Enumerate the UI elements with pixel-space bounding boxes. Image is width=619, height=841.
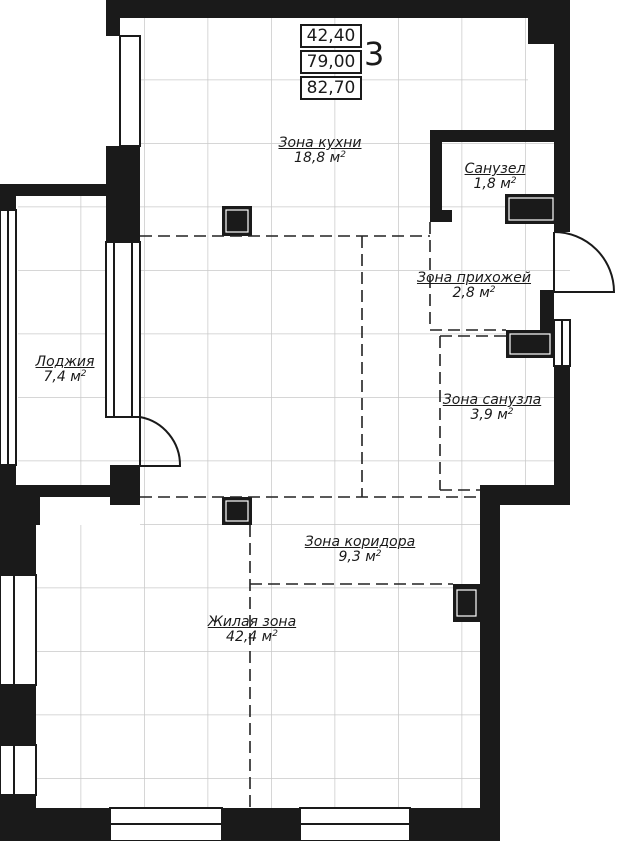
label-kitchen: Зона кухни 18,8 м2 [258, 136, 382, 166]
room-area: 1,8 м2 [473, 176, 517, 192]
room-name: Зона прихожей [416, 270, 532, 286]
label-living: Жилая зона 42,4 м2 [190, 615, 314, 645]
zone-boundaries [140, 222, 506, 808]
label-bathroom: Санузел 1,8 м2 [450, 162, 540, 192]
label-loggia: Лоджия 7,4 м2 [22, 355, 108, 385]
room-name: Санузел [464, 161, 526, 177]
label-hallway: Зона прихожей 2,8 м2 [396, 271, 552, 301]
living-area-value: 42,40 [300, 24, 362, 48]
room-name: Лоджия [35, 354, 95, 370]
area-stamp: 42,40 79,00 82,70 3 [300, 24, 392, 104]
label-bath-zone: Зона санузла 3,9 м2 [424, 393, 560, 423]
windows [0, 209, 571, 841]
wall-details [225, 197, 554, 617]
doors [139, 231, 616, 467]
room-area: 9,3 м2 [338, 549, 382, 565]
total-area-value: 79,00 [300, 50, 362, 74]
room-area: 2,8 м2 [452, 285, 496, 301]
room-area: 18,8 м2 [294, 150, 346, 166]
room-area: 42,4 м2 [226, 629, 278, 645]
room-area: 3,9 м2 [470, 407, 514, 423]
room-area: 7,4 м2 [43, 369, 87, 385]
room-name: Жилая зона [207, 614, 297, 630]
room-name: Зона санузла [442, 392, 542, 408]
label-corridor: Зона коридора 9,3 м2 [284, 535, 436, 565]
room-name: Зона коридора [304, 534, 416, 550]
room-name: Зона кухни [278, 135, 362, 151]
room-count: 3 [364, 35, 385, 73]
full-area-value: 82,70 [300, 76, 362, 100]
